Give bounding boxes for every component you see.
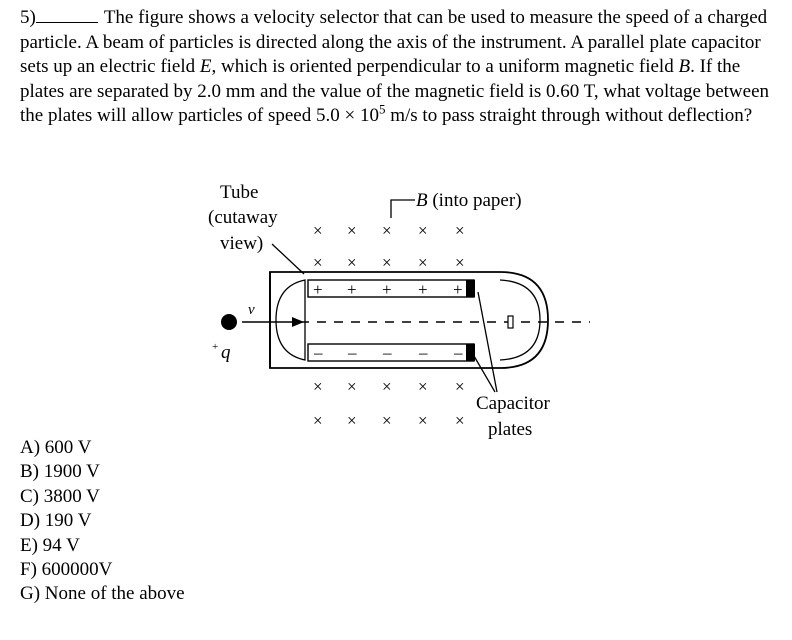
b-field-cross: ×: [382, 253, 392, 272]
charge-sign: +: [212, 341, 218, 353]
choice-e[interactable]: E) 94 V: [20, 534, 80, 556]
b-field-cross: ×: [313, 221, 323, 240]
b-field-cross: ×: [382, 411, 392, 430]
b-field-symbol: B: [416, 190, 428, 211]
b-field-description: (into paper): [428, 190, 522, 211]
tube-inner-cap: [275, 279, 306, 361]
capacitor-label-line1: Capacitor: [476, 393, 551, 414]
capacitor-pointer-bottom: [473, 355, 496, 393]
minus-sign: –: [453, 343, 463, 362]
b-field-cross: ×: [382, 221, 392, 240]
b-field-label: B (into paper): [416, 190, 522, 211]
b-field-cross: ×: [347, 253, 357, 272]
magnetic-field-crosses: × × × × × × × × × × × × × × × × × × × ×: [313, 221, 465, 430]
b-field-cross: ×: [313, 411, 323, 430]
question-body-3: . If the plates are separated by 2.0 mm …: [20, 56, 770, 126]
capacitor-label-line2: plates: [488, 419, 532, 440]
minus-signs: –––––: [313, 343, 463, 362]
b-field-cross: ×: [455, 253, 465, 272]
minus-sign: –: [382, 343, 392, 362]
question-number: 5): [20, 7, 36, 28]
choice-c[interactable]: C) 3800 V: [20, 485, 100, 507]
tube-pointer-line: [271, 243, 305, 275]
velocity-label: v: [248, 302, 255, 318]
field-symbol-b: B: [678, 56, 691, 77]
choice-g[interactable]: G) None of the above: [20, 583, 185, 605]
plus-sign: +: [347, 280, 357, 299]
top-plate-terminal: [466, 280, 475, 297]
minus-sign: –: [418, 343, 428, 362]
tube-right-cap: [499, 279, 541, 361]
capacitor-pointer-top: [477, 291, 498, 393]
b-field-cross: ×: [455, 221, 465, 240]
tube-label-line2: (cutaway: [208, 207, 278, 228]
b-field-cross: ×: [347, 411, 357, 430]
charge-label: q: [221, 342, 231, 363]
choice-b[interactable]: B) 1900 V: [20, 461, 100, 483]
exponent: 5: [378, 101, 386, 117]
answer-blank: [35, 6, 98, 23]
b-field-cross: ×: [313, 377, 323, 396]
field-symbol-e: E: [199, 56, 212, 77]
bottom-capacitor-plate: [307, 343, 475, 362]
top-capacitor-plate: [307, 279, 475, 298]
plus-sign: +: [382, 280, 392, 299]
tube-label-line3: view): [220, 233, 263, 254]
bottom-plate-terminal: [466, 344, 475, 361]
b-field-cross: ×: [347, 377, 357, 396]
b-field-cross: ×: [418, 377, 428, 396]
question-body-4: m/s to pass straight through without def…: [385, 105, 753, 126]
charged-particle: [221, 314, 237, 330]
minus-sign: –: [313, 343, 323, 362]
question-body-2: , which is oriented perpendicular to a u…: [211, 56, 679, 77]
choice-d[interactable]: D) 190 V: [20, 510, 92, 532]
b-field-cross: ×: [418, 221, 428, 240]
question-body-1: The figure shows a velocity selector tha…: [20, 7, 768, 77]
b-field-cross: ×: [313, 253, 323, 272]
b-field-cross: ×: [455, 377, 465, 396]
b-field-cross: ×: [418, 253, 428, 272]
minus-sign: –: [347, 343, 357, 362]
tube-body: [269, 271, 549, 369]
plus-sign: +: [418, 280, 428, 299]
plus-signs: + + + + +: [313, 280, 463, 299]
choice-f[interactable]: F) 600000V: [20, 559, 113, 581]
exit-aperture: [507, 315, 514, 329]
b-field-pointer: [390, 199, 415, 218]
answer-choices: A) 600 V B) 1900 V C) 3800 V D) 190 V E)…: [20, 436, 185, 607]
plus-sign: +: [453, 280, 463, 299]
velocity-arrowhead: [292, 317, 304, 327]
b-field-cross: ×: [347, 221, 357, 240]
b-field-cross: ×: [418, 411, 428, 430]
plus-sign: +: [313, 280, 323, 299]
b-field-cross: ×: [382, 377, 392, 396]
choice-a[interactable]: A) 600 V: [20, 437, 92, 458]
b-field-cross: ×: [455, 411, 465, 430]
tube-label-line1: Tube: [220, 182, 258, 203]
question-text: 5)The figure shows a velocity selector t…: [20, 6, 780, 129]
